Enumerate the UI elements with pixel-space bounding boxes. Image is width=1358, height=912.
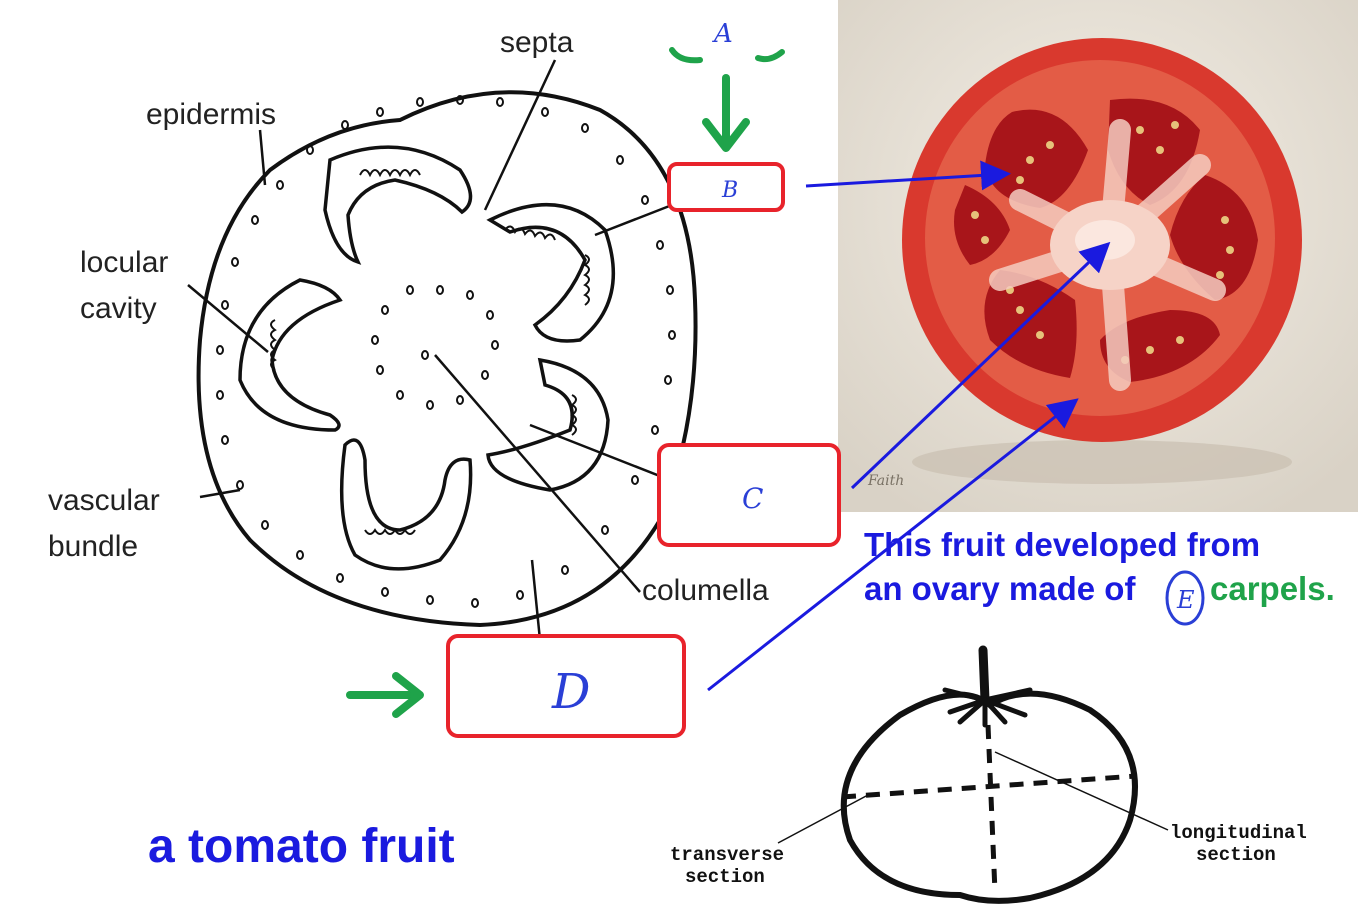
longitudinal-cut	[985, 724, 998, 893]
transverse-leader	[777, 794, 869, 844]
label-longitudinal-1: longitudinal	[1170, 822, 1307, 844]
label-transverse-1: transverse	[670, 844, 784, 866]
label-transverse-2: section	[685, 866, 765, 888]
label-septa: septa	[500, 26, 574, 59]
answer-e-circle	[1165, 570, 1205, 626]
blue-arrows	[707, 160, 1111, 692]
answer-box-d[interactable]: D	[446, 634, 686, 738]
c-leader	[529, 423, 676, 484]
locule-3	[486, 357, 610, 492]
answer-d: D	[551, 664, 590, 720]
answer-b: B	[721, 178, 738, 203]
longitudinal-leader	[994, 751, 1169, 831]
whole-tomato-outline	[840, 690, 1138, 904]
answer-e: E	[1176, 586, 1195, 614]
label-locular-1: locular	[80, 246, 168, 279]
answer-c: C	[742, 482, 763, 515]
statement-line2-prefix: an ovary made of	[864, 570, 1136, 607]
locule-5	[238, 278, 343, 432]
label-vascular-2: bundle	[48, 530, 138, 563]
statement-line1: This fruit developed from	[864, 526, 1260, 563]
whole-tomato-sketch	[777, 645, 1169, 904]
septa-leader	[483, 59, 557, 211]
label-epidermis: epidermis	[146, 98, 276, 131]
answer-box-b[interactable]: B	[667, 162, 785, 212]
vascular-leader	[199, 488, 241, 499]
epidermis-outline	[196, 90, 698, 628]
green-mark-a	[669, 47, 785, 64]
locular-leader	[187, 284, 269, 353]
b-leader	[594, 203, 673, 237]
transverse-cut	[841, 773, 1137, 800]
locule-1	[323, 145, 473, 265]
answer-a: A	[712, 19, 733, 49]
cross-section-drawing	[187, 59, 698, 641]
label-longitudinal-2: section	[1196, 844, 1276, 866]
green-arrow-down	[702, 74, 750, 152]
d-leader	[530, 559, 542, 641]
epidermis-leader	[258, 129, 267, 186]
locule-4	[339, 438, 473, 571]
answer-box-c[interactable]: C	[657, 443, 841, 547]
label-columella: columella	[642, 574, 769, 607]
tomato-calyx	[942, 687, 1033, 728]
label-vascular-1: vascular	[48, 484, 160, 517]
columella-leader	[434, 354, 641, 593]
locule-2	[486, 202, 616, 343]
page-title: a tomato fruit	[148, 820, 455, 873]
photo-signature: Faith	[867, 473, 904, 489]
tomato-slice-photo: Faith	[838, 0, 1358, 512]
label-locular-2: cavity	[80, 292, 157, 325]
tomato-stem	[978, 645, 990, 705]
statement-line2-suffix: carpels.	[1210, 570, 1335, 607]
green-arrow-right	[346, 672, 424, 718]
